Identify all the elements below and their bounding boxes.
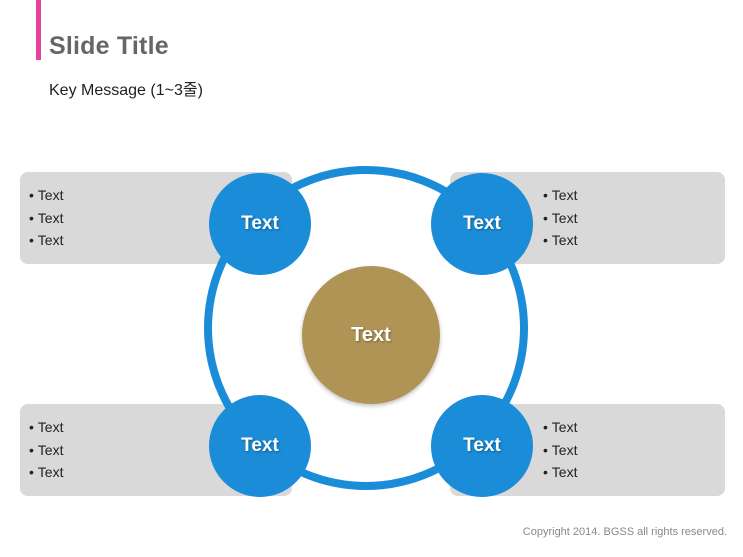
bullet-list-bottom-left: Text Text Text <box>29 416 64 484</box>
bullet-item: Text <box>543 229 578 252</box>
bullet-item: Text <box>29 229 64 252</box>
node-bottom-right: Text <box>431 395 533 497</box>
node-bottom-left: Text <box>209 395 311 497</box>
node-top-right: Text <box>431 173 533 275</box>
slide-title: Slide Title <box>49 32 169 60</box>
bullet-item: Text <box>29 184 64 207</box>
center-node: Text <box>302 266 440 404</box>
bullet-item: Text <box>29 416 64 439</box>
bullet-item: Text <box>29 461 64 484</box>
bullet-list-bottom-right: Text Text Text <box>543 416 578 484</box>
bullet-list-top-left: Text Text Text <box>29 184 64 252</box>
bullet-item: Text <box>543 461 578 484</box>
bullet-item: Text <box>29 207 64 230</box>
bullet-item: Text <box>543 439 578 462</box>
copyright-notice: Copyright 2014. BGSS all rights reserved… <box>522 526 727 538</box>
key-message: Key Message (1~3줄) <box>49 82 203 99</box>
bullet-item: Text <box>543 207 578 230</box>
node-top-left: Text <box>209 173 311 275</box>
bullet-list-top-right: Text Text Text <box>543 184 578 252</box>
title-accent-bar <box>36 0 41 60</box>
bullet-item: Text <box>543 416 578 439</box>
bullet-item: Text <box>29 439 64 462</box>
bullet-item: Text <box>543 184 578 207</box>
